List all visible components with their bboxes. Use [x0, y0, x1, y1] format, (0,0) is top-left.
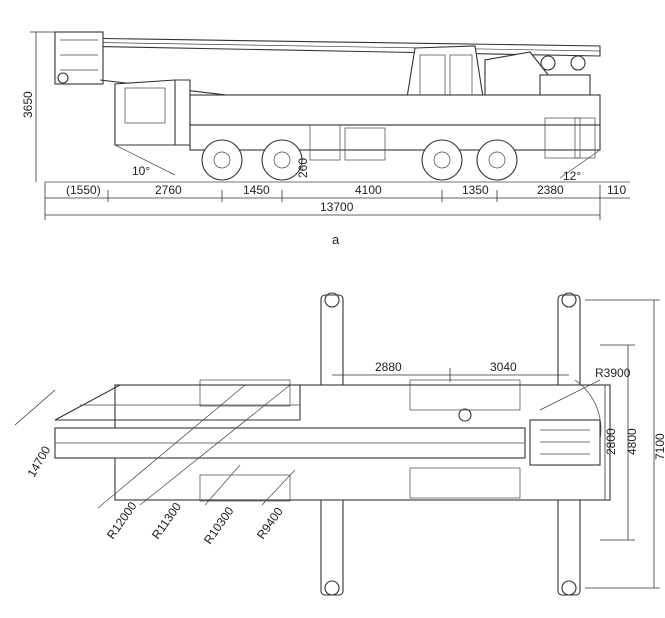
radius-label-9400: R9400 [254, 504, 286, 541]
dim-front-overhang: (1550) [66, 183, 101, 197]
dim-wheelbase-1: 2760 [155, 183, 182, 197]
outrigger-span-front: 2880 [375, 360, 402, 374]
radius-label-10300: R10300 [201, 504, 237, 547]
dim-wheelbase-4: 1350 [462, 183, 489, 197]
width-outrigger-label: 7100 [653, 433, 665, 460]
dim-wheelbase-3: 4100 [355, 183, 382, 197]
radius-label-11300: R11300 [149, 500, 184, 542]
boom-plan [54, 384, 526, 459]
dim-wheelbase-2: 1450 [243, 183, 270, 197]
plan-view: 2880 3040 R3900 2800 4800 7100 14700 R12… [14, 292, 665, 596]
rear-angle-label: 12° [563, 169, 581, 183]
carrier-body [114, 79, 601, 161]
outrigger-span-rear: 3040 [490, 360, 517, 374]
figure-caption-a: a [332, 232, 340, 247]
boom-length-label: 14700 [24, 443, 53, 479]
width-outer-label: 4800 [625, 428, 639, 455]
clearance-label: 260 [296, 158, 310, 178]
swing-radius-lines [97, 379, 602, 509]
tail-radius-label: R3900 [595, 366, 631, 380]
radius-label-12000: R12000 [104, 499, 140, 542]
boom-side [54, 31, 601, 106]
side-view: 3650 10° 12° 260 (1550) 2760 1450 4100 1… [21, 31, 630, 247]
dim-tail: 110 [607, 183, 626, 197]
dim-rear-overhang: 2380 [537, 183, 564, 197]
total-length-label: 13700 [320, 200, 354, 214]
width-inner-label: 2800 [604, 428, 618, 455]
front-angle-label: 10° [132, 164, 150, 178]
height-dim-label: 3650 [21, 91, 35, 118]
wheels-side [201, 139, 518, 181]
